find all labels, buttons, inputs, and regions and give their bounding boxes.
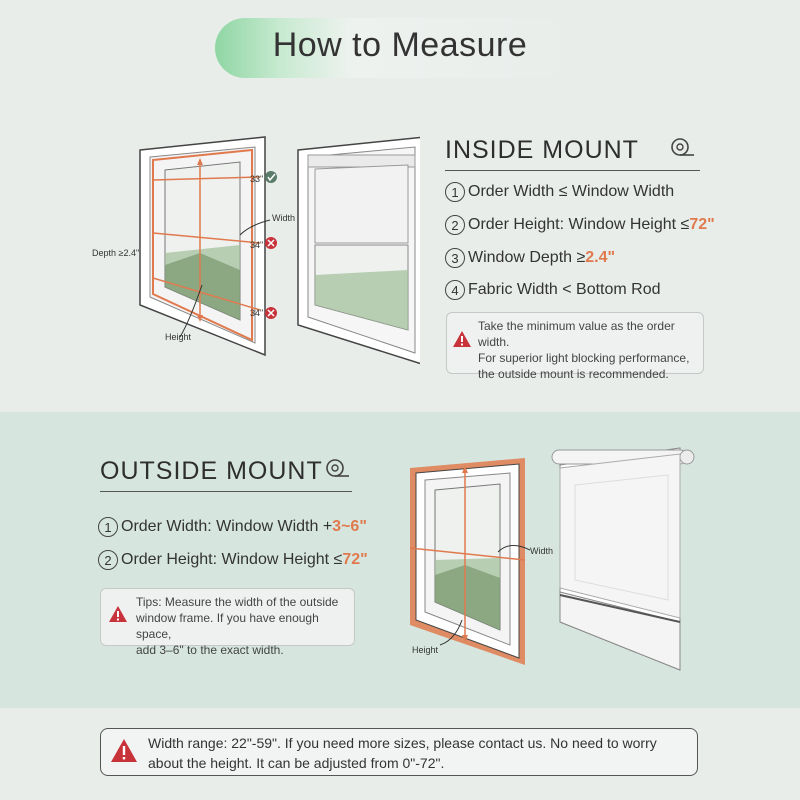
outside-height-label: Height (412, 645, 439, 655)
tape-measure-icon (326, 459, 349, 477)
depth-label: Depth ≥2.4" (92, 248, 140, 258)
note-line: Tips: Measure the width of the outside (136, 595, 339, 609)
top-measure-label: 33" (250, 174, 264, 184)
item-text: Window Depth ≥ (468, 249, 586, 266)
item-highlight: 72" (689, 216, 715, 233)
mid-measure-label: 34" (250, 240, 264, 250)
item-text: Fabric Width < Bottom Rod (468, 281, 661, 298)
warning-icon (111, 739, 137, 762)
item-text: Order Height: Window Height ≤ (121, 551, 343, 568)
inside-height-label: Height (165, 332, 192, 342)
inside-mount-diagram (139, 136, 420, 365)
inside-heading-underline (445, 170, 700, 171)
note-line: Take the minimum value as the order widt… (478, 319, 675, 349)
outside-note-box (100, 588, 355, 646)
bottom-measure-label: 34" (250, 308, 264, 318)
note-line: the outside mount is recommended. (478, 367, 669, 381)
item-highlight: 2.4" (585, 249, 616, 266)
note-line: For superior light blocking performance, (478, 351, 690, 365)
page-title: How to Measure (272, 26, 528, 64)
inside-note-box (446, 312, 704, 374)
item-text: Order Width: Window Width + (121, 518, 333, 535)
title-pill (215, 18, 575, 78)
inside-mount-heading: INSIDE MOUNT (445, 136, 639, 164)
item-number: 4 (445, 280, 465, 300)
outside-item-2: 2 Order Height: Window Height ≤ 72" (98, 550, 368, 570)
item-number: 3 (445, 248, 465, 268)
outside-mount-diagram (409, 447, 695, 671)
tape-measure-icon (671, 138, 694, 156)
outside-mount-heading: OUTSIDE MOUNT (100, 457, 323, 485)
warning-icon (453, 331, 471, 347)
item-number: 2 (445, 215, 465, 235)
item-highlight: 3~6" (332, 518, 367, 535)
item-text: Order Width ≤ Window Width (468, 183, 675, 200)
bottom-notice-text: Width range: 22"-59". If you need more s… (148, 735, 657, 771)
item-number: 1 (98, 517, 118, 537)
outside-heading-underline (100, 491, 352, 492)
inside-item-3: 3 Window Depth ≥ 2.4" (445, 248, 615, 268)
inside-item-2: 2 Order Height: Window Height ≤ 72" (445, 215, 715, 235)
inside-width-label: Width (272, 213, 296, 223)
note-line: add 3–6" to the exact width. (136, 643, 284, 657)
warning-icon (109, 606, 127, 622)
item-highlight: 72" (342, 551, 368, 568)
outside-item-1: 1 Order Width: Window Width + 3~6" (98, 517, 367, 537)
outside-width-label: Width (530, 546, 554, 556)
outside-note-text: Tips: Measure the width of the outside w… (136, 594, 354, 658)
note-line: window frame. If you have enough space, (136, 611, 319, 641)
item-text: Order Height: Window Height ≤ (468, 216, 690, 233)
item-number: 1 (445, 182, 465, 202)
bottom-notice-box (100, 728, 698, 776)
inside-item-1: 1 Order Width ≤ Window Width (445, 182, 674, 202)
inside-note-text: Take the minimum value as the order widt… (478, 318, 703, 382)
inside-item-4: 4 Fabric Width < Bottom Rod (445, 280, 661, 300)
item-number: 2 (98, 550, 118, 570)
